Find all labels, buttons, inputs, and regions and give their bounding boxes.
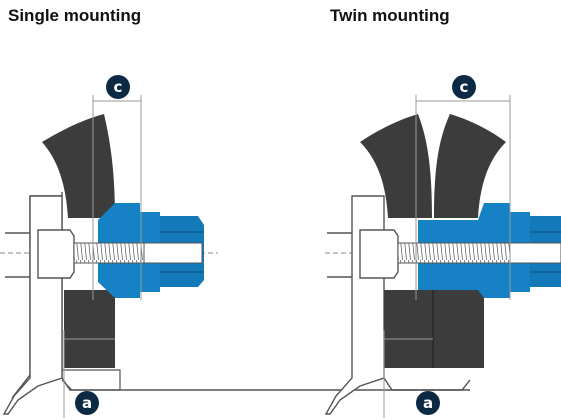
single-wheel-disc-lower [64, 290, 115, 368]
single-stud-thread [73, 242, 145, 264]
twin-label-c-badge: c [452, 75, 476, 99]
single-mounting-figure: c a [0, 75, 470, 418]
twin-mounting-figure: c a [324, 75, 561, 418]
single-stud-shank [143, 242, 203, 264]
twin-wheel-disc-lower [384, 290, 484, 368]
twin-wheel-disc-upper-inner [360, 114, 432, 218]
single-wheel-disc-upper [42, 114, 115, 218]
twin-hub-flange [327, 232, 471, 391]
twin-label-a-text: a [423, 394, 433, 412]
twin-hub-body [324, 195, 385, 415]
twin-stud-shank [509, 242, 561, 264]
twin-stud-thread [397, 242, 511, 264]
twin-label-c-text: c [460, 78, 469, 96]
single-hub-body [2, 195, 63, 415]
single-label-a-badge: a [75, 391, 99, 415]
twin-label-a-badge: a [416, 391, 440, 415]
twin-stud-head [359, 229, 399, 279]
single-hub-ring [61, 369, 121, 391]
single-label-c-text: c [114, 78, 123, 96]
twin-wheel-disc-upper-outer [434, 114, 506, 218]
single-label-a-text: a [82, 394, 92, 412]
twin-mounting-title: Twin mounting [330, 6, 450, 25]
single-stud-head [37, 229, 75, 279]
single-mounting-title: Single mounting [8, 6, 142, 25]
single-label-c-badge: c [106, 75, 130, 99]
